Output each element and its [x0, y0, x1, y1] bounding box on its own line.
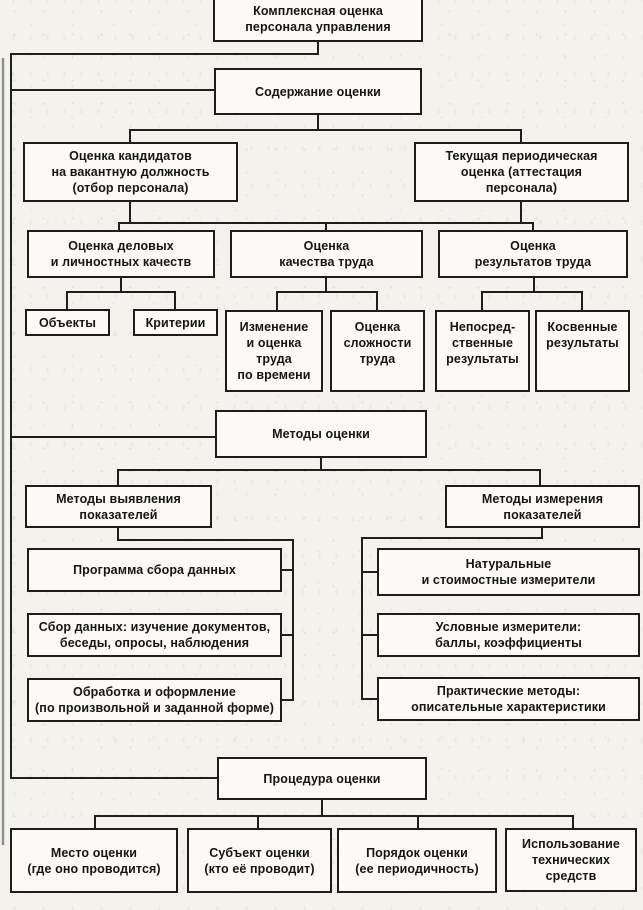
node-conditional-measures: Условные измерители: баллы, коэффициенты: [377, 613, 640, 657]
node-indirect-results: Косвенные результаты: [535, 310, 630, 392]
node-direct-results: Непосред- ственные результаты: [435, 310, 530, 392]
node-data-program: Программа сбора данных: [27, 548, 282, 592]
node-work-complexity: Оценка сложности труда: [330, 310, 425, 392]
node-business-personal-qualities: Оценка деловых и личностных качеств: [27, 230, 215, 278]
node-complex-assessment: Комплексная оценка персонала управления: [213, 0, 423, 42]
node-objects: Объекты: [25, 309, 110, 336]
connector-trunk: [10, 42, 319, 779]
node-assessment-methods: Методы оценки: [215, 410, 427, 458]
node-methods-measure-indicators: Методы измерения показателей: [445, 485, 640, 528]
node-assessment-place: Место оценки (где оно проводится): [10, 828, 178, 893]
node-processing-formatting: Обработка и оформление (по произвольной …: [27, 678, 282, 722]
node-work-results: Оценка результатов труда: [438, 230, 628, 278]
node-candidates-assessment: Оценка кандидатов на вакантную должность…: [23, 142, 238, 202]
node-assessment-order: Порядок оценки (ее периодичность): [337, 828, 497, 893]
node-time-assessment: Изменение и оценка труда по времени: [225, 310, 323, 392]
node-periodic-assessment: Текущая периодическая оценка (аттестация…: [414, 142, 629, 202]
connector-content-branch: [66, 115, 583, 310]
node-practical-methods: Практические методы: описательные характ…: [377, 677, 640, 721]
connector-methods-branch: [117, 458, 543, 701]
node-methods-identify-indicators: Методы выявления показателей: [25, 485, 212, 528]
node-natural-cost-measures: Натуральные и стоимостные измерители: [377, 548, 640, 596]
connector-procedure-branch: [94, 800, 574, 828]
node-work-quality: Оценка качества труда: [230, 230, 423, 278]
node-data-collection: Сбор данных: изучение документов, беседы…: [27, 613, 282, 657]
node-assessment-subject: Субъект оценки (кто её проводит): [187, 828, 332, 893]
node-assessment-procedure: Процедура оценки: [217, 757, 427, 800]
node-criteria: Критерии: [133, 309, 218, 336]
node-technical-means: Использование технических средств: [505, 828, 637, 892]
node-assessment-content: Содержание оценки: [214, 68, 422, 115]
